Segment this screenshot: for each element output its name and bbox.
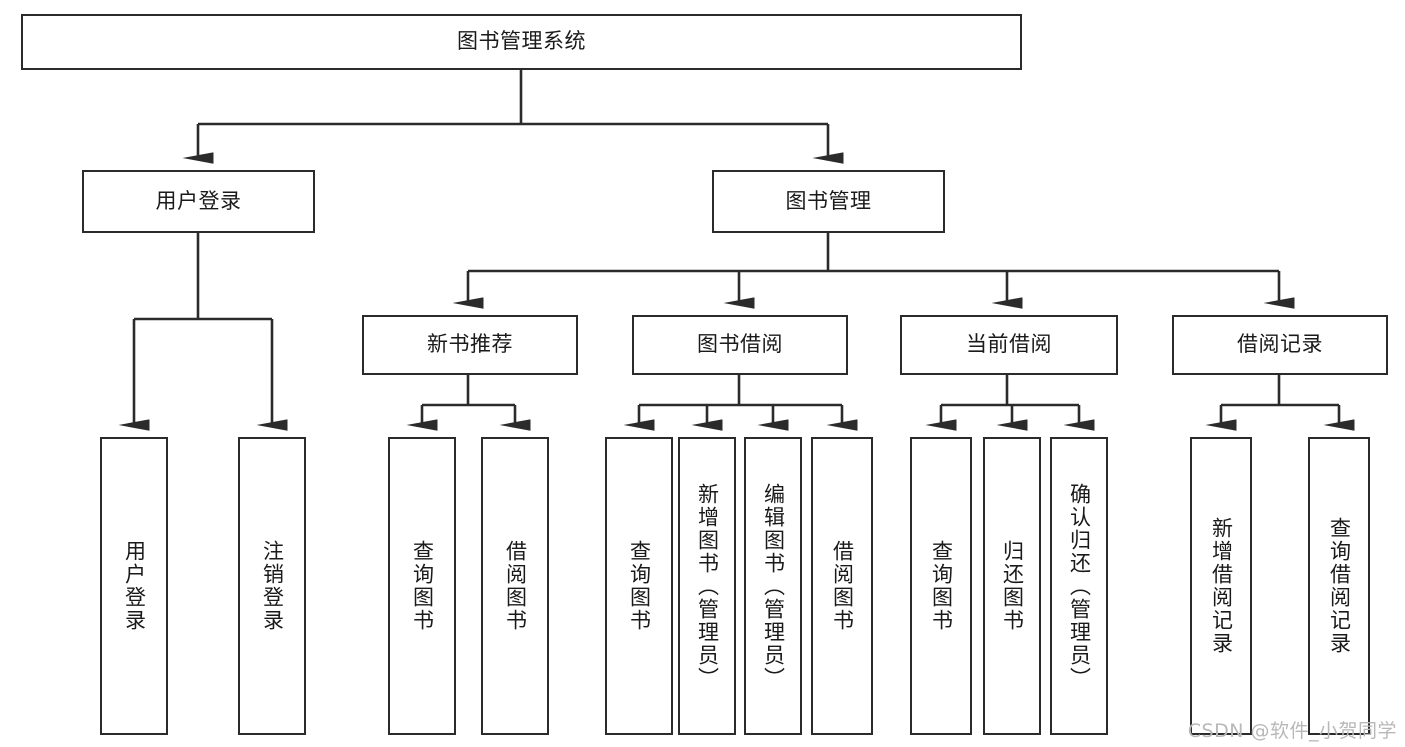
leaf-user-login[interactable]: 用户登录	[100, 437, 168, 735]
node-label: 用户登录	[122, 540, 147, 632]
leaf-borrow-book-new[interactable]: 借阅图书	[481, 437, 549, 735]
edge-group-book-management	[452, 233, 1295, 309]
edge-group-user-login	[118, 233, 288, 431]
leaf-query-borrow-record[interactable]: 查询借阅记录	[1308, 437, 1370, 735]
edge-group-borrow-record	[1205, 375, 1355, 431]
leaf-add-book-admin[interactable]: 新增图书（管理员）	[678, 437, 736, 735]
leaf-query-book-current[interactable]: 查询图书	[910, 437, 972, 735]
node-book-borrowing[interactable]: 图书借阅	[632, 315, 848, 375]
edge-group-borrow-book	[623, 375, 858, 431]
node-book-management-system[interactable]: 图书管理系统	[21, 14, 1022, 70]
leaf-confirm-return-admin[interactable]: 确认归还（管理员）	[1050, 437, 1108, 735]
node-label: 新增图书（管理员）	[695, 482, 720, 690]
node-label: 用户登录	[155, 188, 242, 213]
node-label: 注销登录	[260, 540, 285, 632]
node-label: 确认归还（管理员）	[1067, 482, 1092, 690]
leaf-add-borrow-record[interactable]: 新增借阅记录	[1190, 437, 1252, 735]
node-new-book-recommendation[interactable]: 新书推荐	[362, 315, 578, 375]
node-label: 查询图书	[627, 540, 652, 632]
edge-group-root	[182, 70, 844, 164]
edge-group-new-book	[406, 375, 531, 431]
node-user-login[interactable]: 用户登录	[82, 170, 315, 233]
leaf-query-book-borrow[interactable]: 查询图书	[605, 437, 673, 735]
node-label: 查询图书	[410, 540, 435, 632]
node-label: 借阅图书	[830, 540, 855, 632]
node-label: 新增借阅记录	[1209, 517, 1234, 655]
node-label: 编辑图书（管理员）	[761, 482, 786, 690]
node-label: 图书管理	[785, 188, 872, 213]
node-label: 当前借阅	[966, 332, 1052, 357]
leaf-query-book-new[interactable]: 查询图书	[388, 437, 456, 735]
node-label: 借阅图书	[503, 540, 528, 632]
node-current-borrowing[interactable]: 当前借阅	[900, 315, 1118, 375]
node-label: 图书借阅	[697, 332, 783, 357]
node-label: 新书推荐	[427, 332, 513, 357]
node-label: 借阅记录	[1237, 332, 1323, 357]
node-label: 查询借阅记录	[1327, 517, 1352, 655]
node-label: 归还图书	[1000, 540, 1025, 632]
node-label: 查询图书	[929, 540, 954, 632]
leaf-edit-book-admin[interactable]: 编辑图书（管理员）	[744, 437, 802, 735]
leaf-logout[interactable]: 注销登录	[238, 437, 306, 735]
node-label: 图书管理系统	[457, 29, 586, 54]
edge-group-current-borrow	[925, 375, 1095, 431]
node-book-management[interactable]: 图书管理	[712, 170, 945, 233]
leaf-return-book[interactable]: 归还图书	[983, 437, 1041, 735]
leaf-borrow-book[interactable]: 借阅图书	[811, 437, 873, 735]
node-borrowing-record[interactable]: 借阅记录	[1172, 315, 1388, 375]
